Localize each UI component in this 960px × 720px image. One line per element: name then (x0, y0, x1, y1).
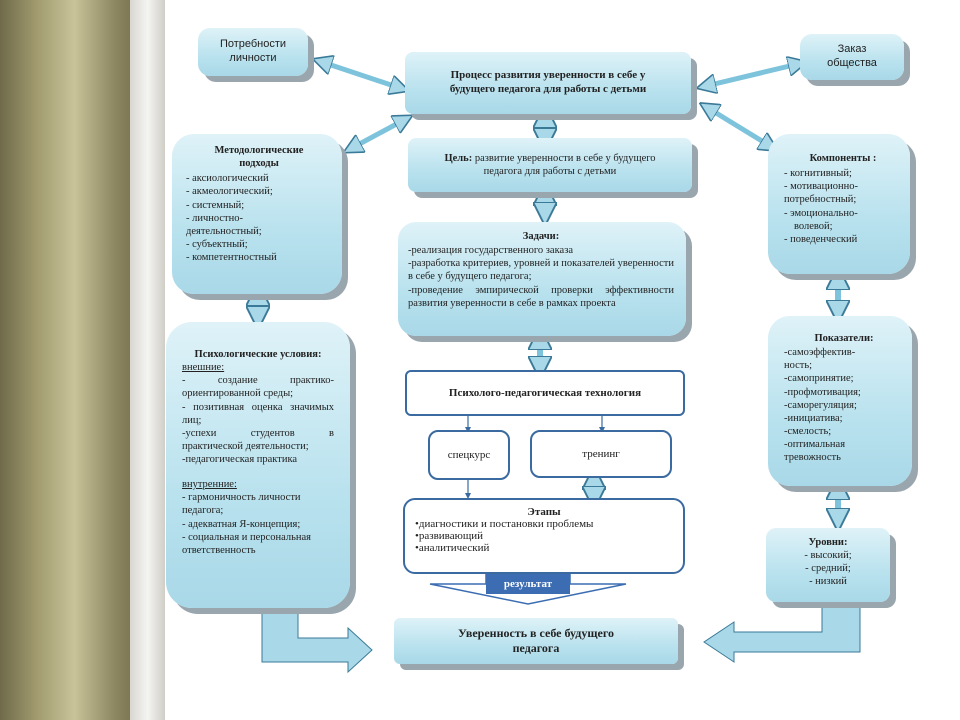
components-item: потребностный; (784, 194, 857, 206)
conditions-title: Психологические условия: (194, 349, 322, 360)
decorative-light-band (130, 0, 165, 720)
levels-item: - низкий (809, 576, 847, 588)
conditions-box: Психологические условия: внешние: - созд… (166, 322, 350, 608)
indicators-item: -саморегуляция; (784, 399, 857, 411)
levels-item: - средний; (805, 563, 851, 575)
outcome-line-1: Уверенность в себе будущего (458, 626, 614, 640)
needs-label-1: Потребности (219, 38, 287, 51)
result-label: результат (486, 574, 570, 594)
indicators-title: Показатели: (814, 333, 874, 344)
methods-item: - субъектный; (186, 238, 248, 250)
levels-box: Уровни: - высокий; - средний; - низкий (766, 528, 890, 602)
methods-item: - личностно- (186, 212, 244, 224)
right-bend-arrow (703, 605, 861, 663)
order-box: Заказ общества (800, 34, 904, 80)
goal-label: Цель: (444, 152, 473, 164)
stages-box: Этапы •диагностики и постановки проблемы… (403, 498, 685, 574)
indicators-item: -смелость; (784, 425, 832, 437)
conditions-external-item: - создание практико-ориентированной сред… (182, 375, 334, 400)
conditions-internal-item: - социальная и персональная ответственно… (182, 531, 311, 556)
conditions-external-item: -успехи студентов в практической деятель… (182, 427, 334, 452)
outcome-box: Уверенность в себе будущего педагога (394, 618, 678, 664)
tasks-box: Задачи: -реализация государственного зак… (398, 222, 686, 336)
components-item: волевой; (794, 220, 833, 232)
technology-box: Психолого-педагогическая технология (405, 370, 685, 416)
conditions-internal-item: - гармоничность личности педагога; (182, 492, 301, 517)
components-item: - мотивационно- (784, 181, 859, 193)
indicators-item: -инициатива; (784, 412, 843, 424)
methods-item: деятельностный; (186, 225, 262, 237)
methods-title-1: Методологические (214, 145, 304, 156)
indicators-item: -оптимальная (784, 439, 846, 450)
conditions-external-item: - позитивная оценка значимых лиц; (182, 401, 334, 426)
components-item: - поведенческий (784, 233, 858, 245)
goal-box: Цель: развитие уверенности в себе у буду… (408, 138, 692, 192)
outcome-line-2: педагога (512, 641, 560, 655)
arrow-needs-process (322, 62, 400, 88)
needs-label-2: личности (229, 52, 277, 64)
tasks-item: -проведение эмпирической проверки эффект… (408, 284, 674, 309)
methods-item: - аксиологический (186, 173, 269, 185)
goal-text-1: развитие уверенности в себе у будущего (474, 152, 656, 164)
indicators-box: Показатели: -самоэффектив- ность; -самоп… (768, 316, 912, 486)
process-box: Процесс развития уверенности в себе у бу… (405, 52, 691, 114)
indicators-item: ность; (784, 360, 813, 372)
technology-label: Психолого-педагогическая технология (448, 387, 642, 399)
conditions-external-item: -педагогическая практика (182, 454, 298, 465)
conditions-internal-label: внутренние: (182, 479, 237, 491)
training-label: тренинг (582, 448, 620, 460)
arrow-process-methods (352, 120, 404, 148)
components-item: - когнитивный; (784, 168, 852, 180)
conditions-internal-item: - адекватная Я-концепция; (182, 518, 301, 530)
indicators-item: -самоэффектив- (784, 347, 856, 359)
methods-title-2: подходы (239, 158, 279, 170)
course-label: спецкурс (447, 449, 491, 461)
stages-title: Этапы (527, 506, 561, 518)
indicators-item: -самопринятие; (784, 373, 854, 385)
arrow-process-components (708, 108, 770, 146)
conditions-external-label: внешние: (182, 362, 225, 374)
order-line-1: Заказ (837, 43, 867, 56)
methods-item: - системный; (186, 199, 245, 211)
left-bend-arrow (261, 611, 373, 674)
tasks-item: -разработка критериев, уровней и показат… (408, 258, 674, 283)
methods-item: - акмеологический; (186, 186, 273, 198)
tasks-title: Задачи: (522, 231, 560, 242)
process-line-1: Процесс развития уверенности в себе у (450, 69, 646, 82)
arrow-order-process (706, 64, 798, 86)
levels-item: - высокий; (804, 550, 852, 562)
components-title: Компоненты : (809, 153, 877, 164)
indicators-item: -профмотивация; (784, 386, 861, 398)
tasks-item: -реализация государственного заказа (408, 245, 574, 257)
stages-item: •развивающий (415, 530, 484, 542)
course-box: спецкурс (428, 430, 510, 480)
indicators-item: тревожность (784, 452, 841, 464)
goal-text-2: педагога для работы с детьми (483, 166, 617, 177)
methods-item: - компетентностный (186, 252, 277, 263)
components-item: - эмоционально- (784, 207, 858, 219)
process-line-2: будущего педагога для работы с детьми (449, 83, 647, 95)
training-box: тренинг (530, 430, 672, 478)
order-line-2: общества (827, 57, 877, 69)
methods-box: Методологические подходы - аксиологическ… (172, 134, 342, 294)
stages-item: •аналитический (415, 542, 490, 554)
components-box: Компоненты : - когнитивный; - мотивацион… (768, 134, 910, 274)
needs-box: Потребности личности (198, 28, 308, 76)
levels-title: Уровни: (808, 537, 848, 548)
stages-item: •диагностики и постановки проблемы (415, 518, 594, 530)
